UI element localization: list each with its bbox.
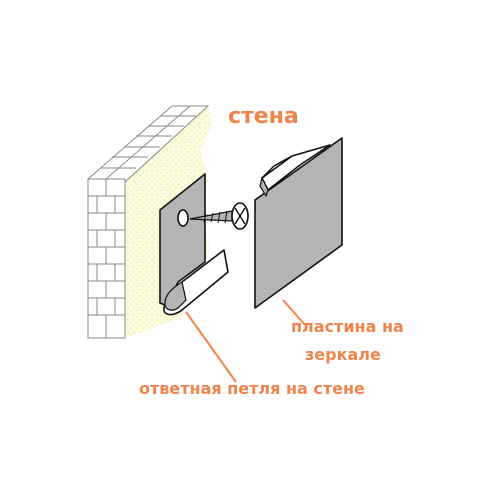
wall-top-bricks: [100, 105, 196, 180]
label-wall: стена: [228, 104, 299, 129]
wall-loop-curl-shade: [164, 281, 187, 311]
mirror-plate-hook-edge: [259, 176, 269, 198]
label-mirror-plate-line2: зеркале: [305, 345, 381, 364]
wall-brick-lines: [88, 179, 125, 338]
leader-line-wall-loop: [185, 311, 237, 383]
screw-thread: [203, 210, 228, 224]
screw: [189, 202, 249, 230]
leader-line-mirror-plate: [282, 299, 306, 326]
label-wall-loop: ответная петля на стене: [139, 379, 365, 398]
mirror-plate-hook-top: [261, 155, 293, 179]
wall-loop-hook: [159, 173, 229, 316]
wall-loop-screw-hole: [177, 209, 189, 227]
label-mirror-plate-line1: пластина на: [291, 317, 404, 336]
mirror-plate: [254, 137, 343, 309]
screw-cross-slot: [234, 207, 246, 225]
wall: [86, 105, 212, 339]
mirror-plate-face: [254, 137, 343, 309]
